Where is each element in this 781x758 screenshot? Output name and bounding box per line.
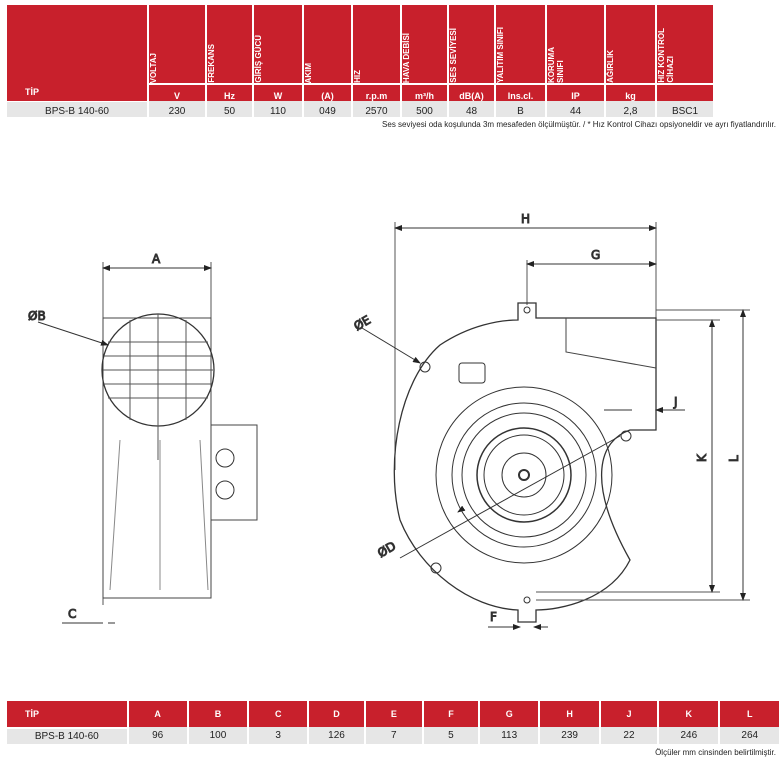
dim-label-h: H bbox=[521, 212, 530, 226]
dim-header: C bbox=[249, 701, 308, 727]
dim-label-e: ØE bbox=[351, 313, 373, 334]
dim-label-b: ØB bbox=[28, 309, 46, 323]
model-cell: BPS-B 140-60 bbox=[7, 101, 147, 117]
unit-cell: r.p.m bbox=[353, 83, 400, 101]
dim-header: D bbox=[309, 701, 364, 727]
dim-header: E bbox=[365, 701, 422, 727]
model-cell: BPS-B 140-60 bbox=[7, 727, 127, 744]
value-cell: 5 bbox=[423, 727, 479, 744]
value-cell: 500 bbox=[402, 101, 447, 117]
value-cell: 246 bbox=[659, 727, 719, 744]
dim-header: B bbox=[188, 701, 248, 727]
value-cell: 049 bbox=[304, 101, 351, 117]
dim-label-l: L bbox=[727, 455, 741, 462]
type-header: TİP bbox=[7, 5, 147, 101]
value-cell: 126 bbox=[309, 727, 364, 744]
value-cell: 50 bbox=[207, 101, 252, 117]
value-cell: 48 bbox=[449, 101, 494, 117]
unit-cell bbox=[657, 83, 713, 101]
value-cell: 230 bbox=[149, 101, 205, 117]
dimension-note: Ölçüler mm cinsinden belirtilmiştir. bbox=[655, 748, 776, 757]
value-cell: 110 bbox=[254, 101, 302, 117]
col-header: VOLTAJ bbox=[149, 5, 205, 83]
col-header: HIZ KONTROL CİHAZI bbox=[657, 5, 713, 83]
value-cell: 96 bbox=[128, 727, 187, 744]
dim-header: A bbox=[128, 701, 187, 727]
value-cell: 239 bbox=[540, 727, 599, 744]
dimension-table: TİP A B C D E F G H J K L BPS-B 140-60 9… bbox=[5, 701, 781, 744]
dim-header: J bbox=[600, 701, 658, 727]
value-cell: 44 bbox=[547, 101, 604, 117]
dim-label-g: G bbox=[591, 248, 600, 262]
unit-cell: V bbox=[149, 83, 205, 101]
unit-cell: Hz bbox=[207, 83, 252, 101]
unit-cell: (A) bbox=[304, 83, 351, 101]
unit-cell: IP bbox=[547, 83, 604, 101]
col-header: HIZ bbox=[353, 5, 400, 83]
value-cell: 22 bbox=[600, 727, 658, 744]
dim-label-j: J bbox=[673, 395, 678, 409]
unit-cell: Ins.cl. bbox=[496, 83, 545, 101]
front-view bbox=[361, 222, 750, 630]
dim-label-d: ØD bbox=[375, 539, 398, 560]
value-cell: BSC1 bbox=[657, 101, 713, 117]
dim-label-a: A bbox=[152, 252, 161, 266]
dim-header: G bbox=[480, 701, 539, 727]
spec-table: TİP VOLTAJ FREKANS GİRİŞ GÜCÜ AKIM HIZ H… bbox=[5, 5, 715, 117]
col-header: KORUMA SINIFI bbox=[547, 5, 604, 83]
value-cell: 113 bbox=[480, 727, 539, 744]
type-header: TİP bbox=[7, 701, 127, 727]
value-cell: 2570 bbox=[353, 101, 400, 117]
col-header: GİRİŞ GÜCÜ bbox=[254, 5, 302, 83]
unit-cell: m³/h bbox=[402, 83, 447, 101]
unit-cell: dB(A) bbox=[449, 83, 494, 101]
value-cell: B bbox=[496, 101, 545, 117]
side-view bbox=[37, 262, 258, 624]
value-cell: 2,8 bbox=[606, 101, 655, 117]
dim-header: H bbox=[540, 701, 599, 727]
col-header: AKIM bbox=[304, 5, 351, 83]
unit-cell: kg bbox=[606, 83, 655, 101]
unit-cell: W bbox=[254, 83, 302, 101]
col-header: SES SEVİYESİ bbox=[449, 5, 494, 83]
col-header: YALITIM SINIFI bbox=[496, 5, 545, 83]
col-header: FREKANS bbox=[207, 5, 252, 83]
value-cell: 264 bbox=[720, 727, 779, 744]
dim-header: K bbox=[659, 701, 719, 727]
dim-header: L bbox=[720, 701, 779, 727]
col-header: HAVA DEBİSİ bbox=[402, 5, 447, 83]
value-cell: 3 bbox=[249, 727, 308, 744]
value-cell: 100 bbox=[188, 727, 248, 744]
dim-label-c: C bbox=[68, 607, 76, 621]
value-cell: 7 bbox=[365, 727, 422, 744]
dim-label-k: K bbox=[695, 453, 709, 462]
col-header: AĞIRLIK bbox=[606, 5, 655, 83]
dim-label-f: F bbox=[490, 610, 497, 624]
dim-header: F bbox=[423, 701, 479, 727]
spec-note: Ses seviyesi oda koşulunda 3m mesafeden … bbox=[382, 120, 776, 129]
